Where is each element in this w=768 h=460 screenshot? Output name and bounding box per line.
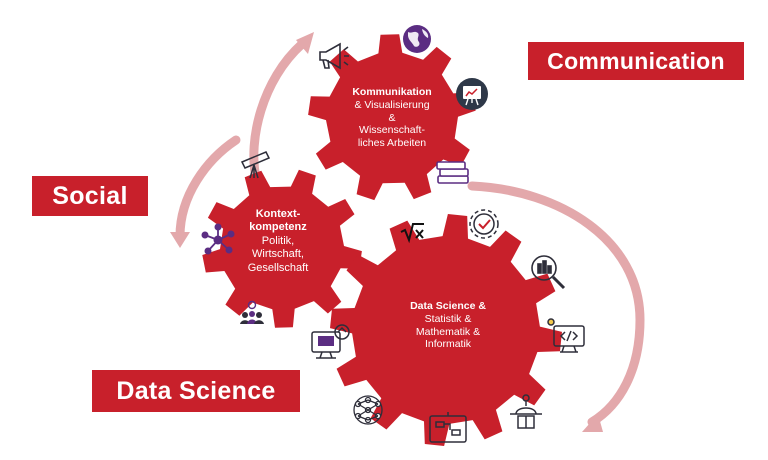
communication-label: Communication xyxy=(528,42,744,80)
arrowhead-data-science xyxy=(582,414,603,432)
vector-design-icon xyxy=(510,394,542,429)
gear-text-line: Kommunikation xyxy=(352,86,432,98)
gear-text-line: Informatik xyxy=(424,338,472,351)
magnifier-chart-icon xyxy=(531,255,566,290)
gear-text-line: Kontext- xyxy=(255,208,301,220)
context-gear-text: Kontext- kompetenz Politik, Wirtschaft, … xyxy=(226,208,330,275)
code-monitor-icon xyxy=(547,318,585,353)
gear-context xyxy=(202,169,362,328)
megaphone-icon xyxy=(319,42,349,70)
gear-text-line: & xyxy=(388,111,396,124)
data-science-gear-text: Data Science & Statistik & Mathematik & … xyxy=(386,300,510,351)
gear-text-line: Wirtschaft, xyxy=(252,248,304,261)
gear-text-line: kompetenz xyxy=(249,221,307,234)
arrow-to-social xyxy=(175,135,241,241)
gear-data-science xyxy=(330,214,562,446)
presentation-board-icon xyxy=(456,78,488,110)
neural-network-icon xyxy=(353,395,383,425)
gear-text-line: Gesellschaft xyxy=(247,261,309,274)
social-label: Social xyxy=(32,176,148,216)
gear-text-line: Data Science & xyxy=(410,300,486,312)
arrowhead-social xyxy=(170,232,190,248)
flowchart-board-icon xyxy=(429,412,467,443)
gear-text-line: liches Arbeiten xyxy=(357,137,427,150)
square-root-icon xyxy=(400,223,424,244)
arrow-to-data-science xyxy=(467,181,645,427)
gear-text-line: Statistik & xyxy=(424,312,472,325)
gear-text-line: Politik, xyxy=(261,234,295,247)
gear-communication xyxy=(308,34,476,201)
telescope-icon xyxy=(240,151,271,179)
communication-gear-text: Kommunikation & Visualisierung & Wissens… xyxy=(330,86,454,150)
team-location-icon xyxy=(240,300,264,324)
gear-text-line: Wissenschaft- xyxy=(359,124,425,137)
globe-icon xyxy=(403,25,431,53)
books-stack-icon xyxy=(436,161,469,184)
gear-text-line: & Visualisierung xyxy=(354,98,430,111)
arrow-to-communication xyxy=(249,39,307,183)
gear-check-icon xyxy=(469,209,499,239)
network-people-icon xyxy=(201,223,235,255)
arrowhead-communication xyxy=(296,32,314,54)
data-science-label: Data Science xyxy=(92,370,300,412)
gear-text-line: Mathematik & xyxy=(415,325,481,338)
computer-setup-icon xyxy=(311,324,350,359)
arrow-heads xyxy=(170,32,603,432)
